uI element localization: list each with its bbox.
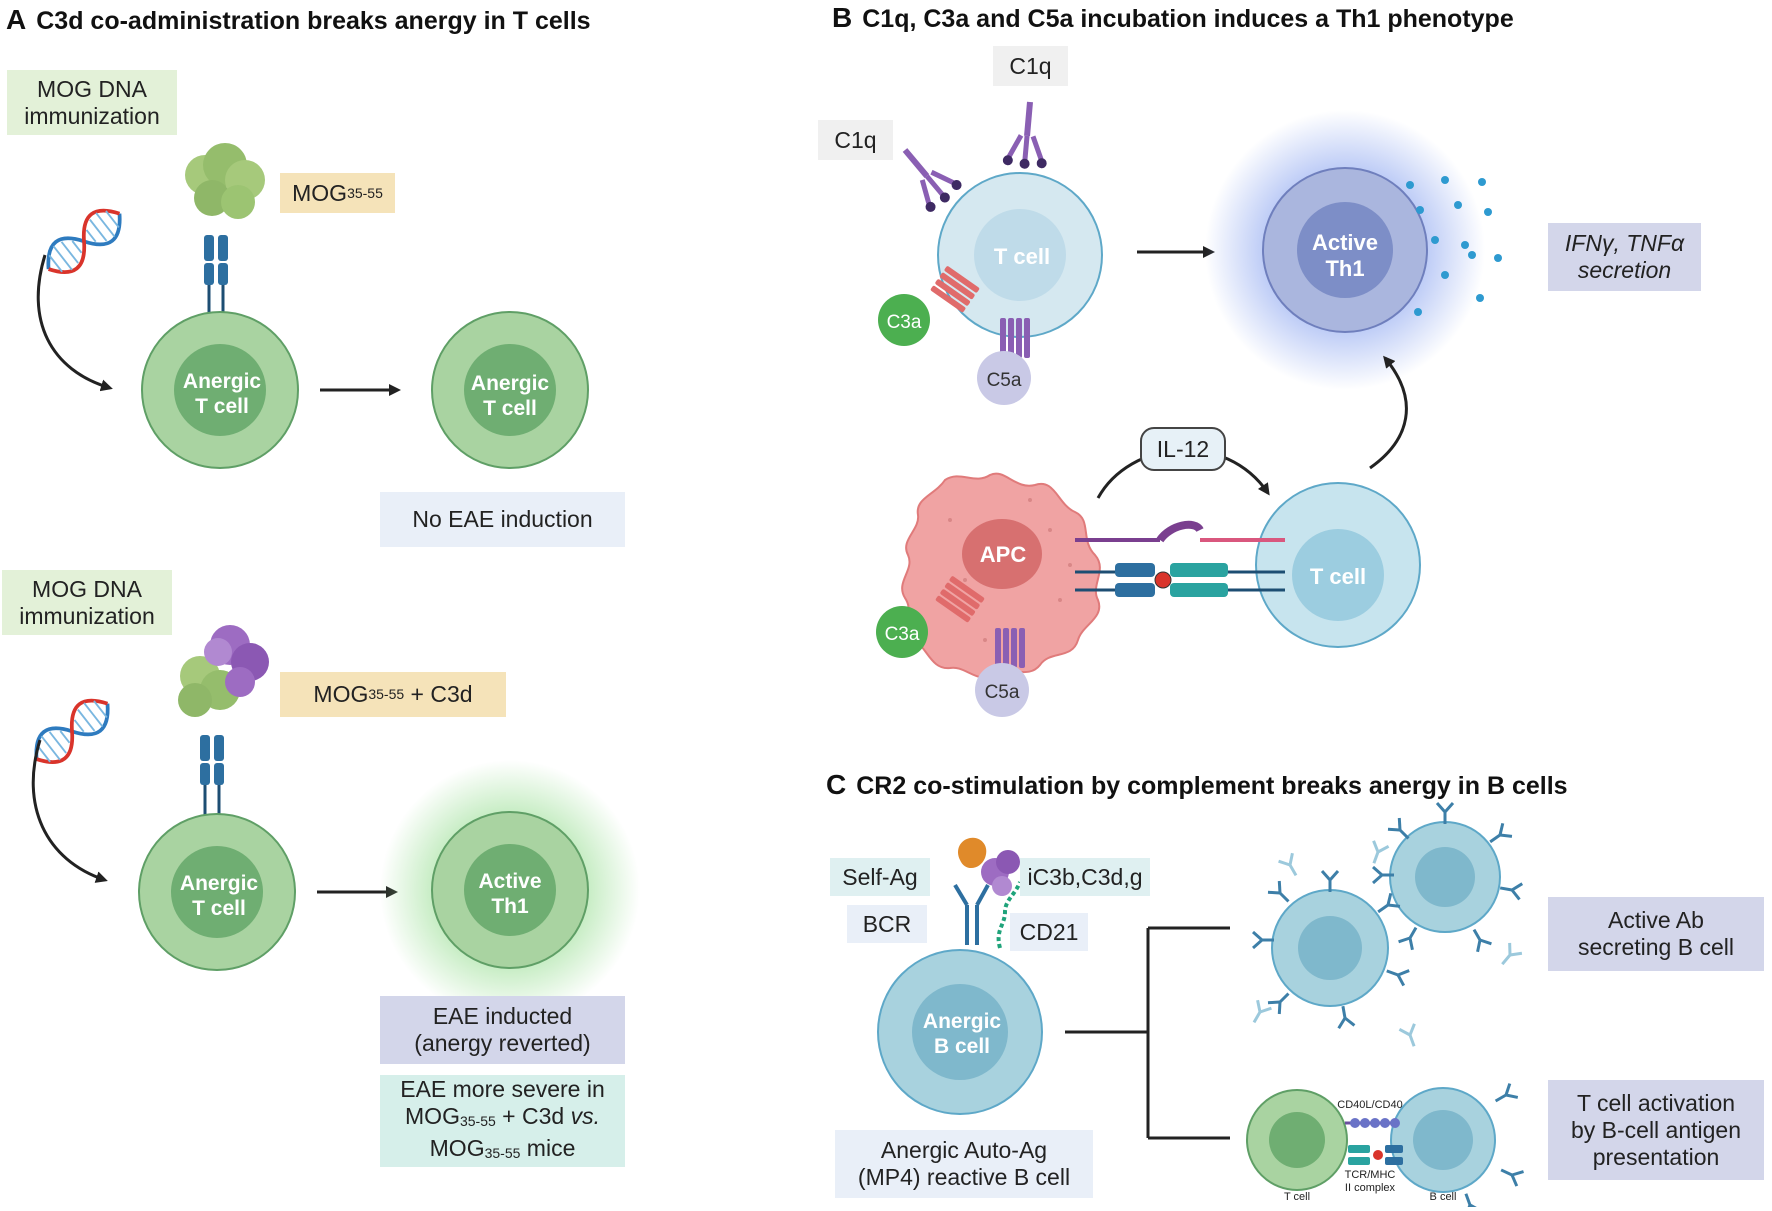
svg-text:Th1: Th1 [1325, 256, 1364, 281]
tcr-mhc-complex-icon [1075, 563, 1285, 597]
svg-text:Anergic: Anergic [183, 370, 262, 393]
anergic-t-cell-top: Anergic T cell [141, 311, 299, 469]
c1q-label-left: C1q [818, 120, 893, 160]
svg-text:T cell: T cell [994, 244, 1050, 269]
t-cell-b-bottom: T cell [1255, 482, 1421, 648]
costimulatory-molecule-icon [1075, 520, 1285, 543]
active-b-cell-1 [1271, 889, 1389, 1007]
c1q-label-top: C1q [993, 46, 1068, 86]
c1q-molecule-icon-left [888, 136, 965, 216]
tcr-receptor-icon [202, 233, 230, 325]
active-th1-cell-a: Active Th1 [431, 811, 589, 969]
active-b-cell-2 [1389, 821, 1501, 933]
cytokine-dots [1406, 176, 1502, 316]
svg-text:APC: APC [980, 542, 1027, 567]
ic3b-label: iC3b,C3d,g [1020, 858, 1150, 896]
svg-text:Active: Active [1312, 230, 1378, 255]
eae-severe-label: EAE more severe in MOG35-55 + C3d vs. MO… [380, 1075, 625, 1167]
svg-text:Th1: Th1 [491, 895, 529, 918]
apc-cell: APC [901, 472, 1101, 679]
no-eae-label: No EAE induction [380, 492, 625, 547]
small-t-cell-label: T cell [1283, 1190, 1311, 1203]
anergic-caption-label: Anergic Auto-Ag(MP4) reactive B cell [835, 1130, 1093, 1198]
small-b-cell [1390, 1082, 1526, 1207]
self-ag-label: Self-Ag [830, 858, 930, 896]
arrow-dna-to-cell-2 [31, 739, 108, 883]
small-b-cell-label: B cell [1429, 1190, 1457, 1203]
anergic-t-cell-result: Anergic T cell [431, 311, 589, 469]
small-t-cell [1246, 1089, 1348, 1191]
tcr-receptor-icon-2 [198, 733, 226, 825]
arrow-dna-to-cell [36, 254, 113, 392]
anergic-b-cell: Anergic B cell [877, 949, 1043, 1115]
il12-label: IL-12 [1140, 427, 1226, 471]
svg-text:C3a: C3a [887, 312, 922, 333]
c1q-molecule-icon-top [1002, 100, 1052, 171]
svg-text:T cell: T cell [192, 897, 246, 920]
cd40l-cd40-icon [1345, 1118, 1400, 1128]
svg-text:T cell: T cell [1310, 564, 1366, 589]
active-th1-cell-b: Active Th1 [1262, 167, 1428, 333]
svg-text:C5a: C5a [985, 682, 1020, 703]
bcr-antigen-complex-icon [953, 837, 1022, 949]
c3a-ligand: C3a [878, 294, 930, 346]
c3a-ligand-apc: C3a [876, 606, 928, 658]
cd40-label: CD40L/CD40 [1337, 1098, 1403, 1111]
cd21-label: CD21 [1010, 913, 1088, 951]
bcr-label: BCR [847, 905, 927, 943]
svg-text:Anergic: Anergic [471, 372, 550, 395]
tcr-mhc-ii-icon [1348, 1145, 1403, 1165]
svg-text:T cell: T cell [483, 397, 537, 420]
c5a-ligand-apc: C5a [975, 663, 1029, 717]
t-cell-b-top: T cell [937, 172, 1103, 338]
mog-peptide-icon [185, 143, 265, 219]
arrow-tcell-to-active [1369, 355, 1408, 470]
c5a-ligand: C5a [977, 351, 1031, 405]
dna-helix-icon-2 [24, 688, 120, 775]
svg-text:T cell: T cell [195, 395, 249, 418]
dna-helix-icon [36, 198, 132, 285]
svg-text:Anergic: Anergic [923, 1010, 1002, 1033]
mog-c3d-complex-icon [178, 625, 269, 717]
svg-text:C3a: C3a [885, 624, 920, 645]
eae-inducted-label: EAE inducted(anergy reverted) [380, 996, 625, 1064]
anergic-t-cell-bottom: Anergic T cell [138, 813, 296, 971]
svg-text:Anergic: Anergic [180, 872, 259, 895]
branch-lines [1065, 926, 1230, 1140]
svg-text:C5a: C5a [987, 370, 1022, 391]
svg-text:Active: Active [478, 870, 541, 893]
svg-text:B cell: B cell [934, 1035, 990, 1058]
